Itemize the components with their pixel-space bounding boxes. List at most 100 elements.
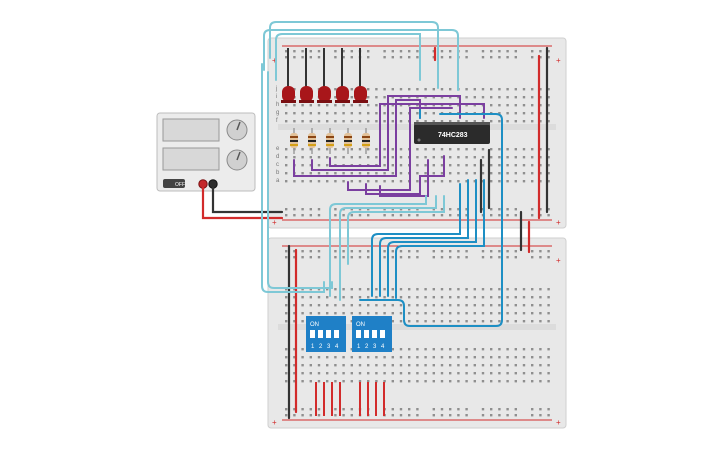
breadboard-hole [506,364,509,367]
row-letter: a [276,178,280,184]
breadboard-hole [449,156,452,159]
breadboard-hole [424,296,427,299]
breadboard-hole [432,96,435,99]
breadboard-hole [350,364,353,367]
breadboard-hole [465,56,468,59]
breadboard-hole [481,320,485,323]
purple-wires [293,95,485,197]
breadboard-hole [301,356,304,359]
breadboard-hole [383,88,386,91]
breadboard-hole [317,180,321,183]
breadboard-hole [473,180,476,183]
breadboard-hole [399,250,403,253]
breadboard-hole [375,112,378,115]
breadboard-hole [547,380,550,383]
breadboard-hole [350,172,353,175]
breadboard-hole [391,172,394,175]
breadboard-hole [367,180,370,183]
breadboard-hole [342,312,345,315]
breadboard-hole [449,148,452,151]
breadboard-hole [440,364,444,367]
breadboard-hole [309,372,312,375]
breadboard-hole [391,148,394,151]
breadboard-hole [432,112,435,115]
breadboard-hole [547,88,550,91]
breadboard-hole [342,250,345,253]
breadboard-hole [350,380,353,383]
breadboard-hole [326,288,329,291]
breadboard-hole [367,50,370,53]
breadboard-hole [490,414,493,417]
breadboard-hole [531,56,534,59]
breadboard-hole [367,104,370,107]
breadboard-hole [383,180,386,183]
breadboard-hole [432,208,435,211]
breadboard-hole [391,320,394,323]
breadboard-hole [293,304,296,307]
breadboard-hole [457,372,460,375]
breadboard-hole [522,172,526,175]
dip-switch-2[interactable]: ON 1 2 3 4 [352,316,392,352]
breadboard-hole [490,156,493,159]
breadboard-hole [350,256,353,259]
breadboard-hole [317,304,321,307]
breadboard-hole [383,96,386,99]
dip-on-label: ON [310,322,319,328]
breadboard-hole [391,180,394,183]
breadboard-hole [293,104,296,107]
breadboard-hole [350,112,353,115]
breadboard-hole [473,304,476,307]
breadboard-hole [440,296,444,299]
rail-plus-label: + [556,418,561,427]
breadboard-hole [399,120,403,123]
breadboard-hole [334,250,337,253]
breadboard-hole [457,356,460,359]
breadboard-hole [408,208,411,211]
breadboard-hole [416,408,419,411]
breadboard-hole [432,50,435,53]
breadboard-hole [514,88,517,91]
breadboard-hole [309,250,312,253]
breadboard-hole [399,208,403,211]
breadboard-hole [539,364,542,367]
breadboard-hole [506,288,509,291]
breadboard-hole [399,214,403,217]
breadboard-hole [317,256,321,259]
breadboard-hole [522,304,526,307]
power-button[interactable] [163,179,185,188]
breadboard-hole [514,156,517,159]
breadboard-hole [539,320,542,323]
breadboard-hole [514,380,517,383]
breadboard-hole [490,304,493,307]
led [353,86,368,103]
breadboard-hole [408,104,411,107]
breadboard-hole [399,380,403,383]
breadboard-hole [432,180,435,183]
breadboard-hole [317,56,321,59]
breadboard-hole [416,50,419,53]
breadboard-hole [399,356,403,359]
breadboard-hole [285,104,288,107]
breadboard-hole [342,372,345,375]
breadboard-hole [416,148,419,151]
rail-plus-label: + [272,418,277,427]
breadboard-hole [383,50,386,53]
breadboard-hole [539,304,542,307]
breadboard-hole [416,120,419,123]
breadboard-hole [506,356,509,359]
breadboard-hole [326,296,329,299]
dip-switch-1[interactable]: ON 1 2 3 4 [306,316,346,352]
breadboard-hole [547,304,550,307]
breadboard-hole [416,56,419,59]
breadboard-hole [309,208,312,211]
breadboard-hole [424,312,427,315]
breadboard-hole [301,50,304,53]
breadboard-hole [531,50,534,53]
breadboard-hole [383,164,386,167]
breadboard-hole [358,148,362,151]
breadboard-hole [539,104,542,107]
breadboard-hole [547,156,550,159]
breadboard-hole [416,320,419,323]
rail-plus-label: + [556,56,561,65]
breadboard-hole [334,156,337,159]
